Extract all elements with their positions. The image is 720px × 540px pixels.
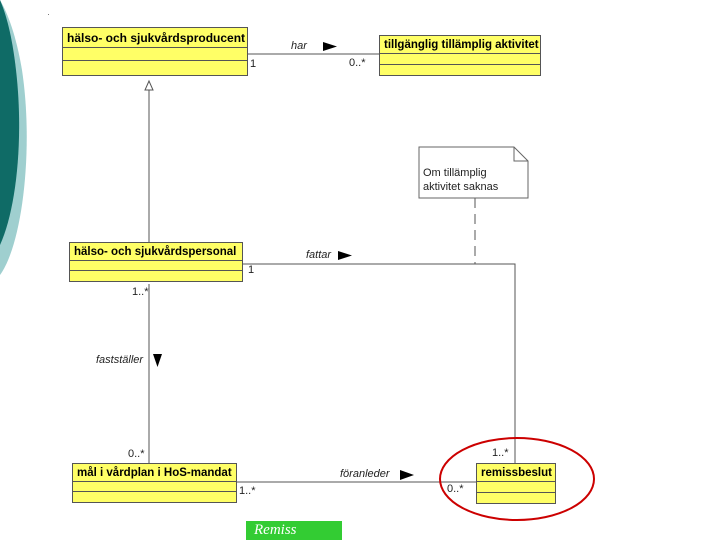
class-goal[interactable]: mål i vårdplan i HoS-mandat	[72, 463, 237, 503]
class-activity[interactable]: tillgänglig tillämplig aktivitet	[379, 35, 541, 76]
foranleder-direction-icon	[400, 470, 414, 480]
assoc-har-target-mult: 0..*	[349, 57, 366, 69]
fattar-direction-icon	[338, 251, 352, 260]
assoc-fattar-target-mult: 1..*	[492, 447, 509, 459]
class-activity-name: tillgänglig tillämplig aktivitet	[380, 36, 540, 54]
deco-teal-swoosh	[0, 0, 20, 245]
assoc-faststaller-label: fastställer	[96, 354, 144, 366]
highlight-ellipse	[439, 437, 595, 521]
class-decision[interactable]: remissbeslut	[476, 463, 556, 504]
note-box	[418, 146, 529, 199]
class-producer[interactable]: hälso- och sjukvårdsproducent	[62, 27, 248, 76]
stray-dot: ·	[47, 9, 50, 19]
class-personnel[interactable]: hälso- och sjukvårdspersonal	[69, 242, 243, 282]
note-line-2: aktivitet saknas	[423, 181, 499, 193]
remiss-tag[interactable]: Remiss	[246, 521, 342, 540]
class-producer-attributes	[63, 48, 247, 61]
class-decision-operations	[477, 493, 555, 503]
class-producer-operations	[63, 61, 247, 75]
assoc-foranleder-target-mult: 0..*	[447, 483, 464, 495]
class-activity-operations	[380, 65, 540, 75]
assoc-fattar-source-mult: 1	[248, 264, 255, 276]
class-activity-attributes	[380, 54, 540, 65]
assoc-har-label: har	[291, 40, 307, 52]
assoc-foranleder-label: föranleder	[340, 468, 390, 480]
assoc-faststaller-source-mult: 1..*	[132, 286, 149, 298]
assoc-fattar-label: fattar	[306, 249, 332, 261]
note-text: Om tillämplig aktivitet saknas	[423, 166, 523, 194]
class-producer-name: hälso- och sjukvårdsproducent	[63, 28, 247, 48]
note-fold	[513, 147, 528, 162]
class-goal-operations	[73, 492, 236, 502]
assoc-har-source-mult: 1	[250, 58, 257, 70]
assoc-fattar-line	[243, 263, 516, 463]
class-decision-attributes	[477, 482, 555, 493]
har-direction-icon	[323, 42, 337, 51]
class-goal-attributes	[73, 482, 236, 492]
class-personnel-operations	[70, 271, 242, 281]
assoc-faststaller-target-mult: 0..*	[128, 448, 145, 460]
note-line-1: Om tillämplig	[423, 167, 487, 179]
faststaller-direction-icon	[153, 354, 162, 367]
class-goal-name: mål i vårdplan i HoS-mandat	[73, 464, 236, 482]
class-decision-name: remissbeslut	[477, 464, 555, 482]
assoc-foranleder-source-mult: 1..*	[239, 485, 256, 497]
generalization-arrow-icon	[144, 79, 154, 91]
class-personnel-name: hälso- och sjukvårdspersonal	[70, 243, 242, 261]
class-personnel-attributes	[70, 261, 242, 271]
